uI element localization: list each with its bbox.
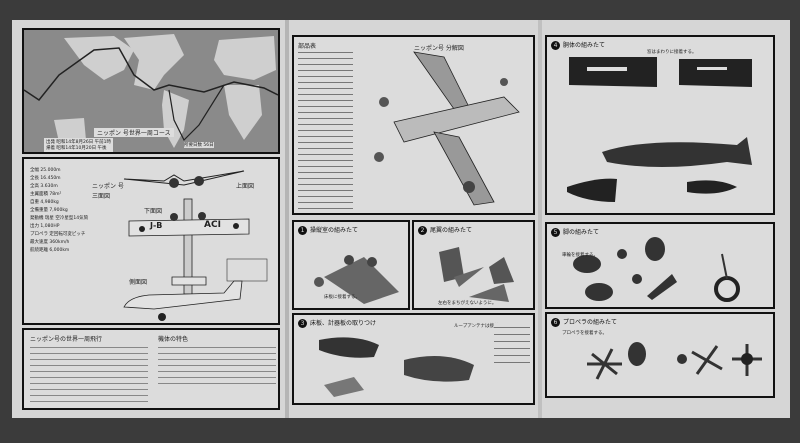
tail-drawing: [439, 247, 514, 302]
spec-line: プロペラ 定回転可変ピッチ: [30, 232, 86, 237]
history-text-panel: ニッポン号の世界一周飛行 機体の特色: [22, 328, 280, 410]
step-number: 6: [551, 318, 560, 327]
spec-line: 自重 4,980kg: [30, 200, 59, 205]
step-number: 5: [551, 228, 560, 237]
features-heading: 機体の特色: [158, 336, 189, 343]
view-label-top: 上面図: [236, 183, 255, 190]
step-number: 1: [298, 226, 307, 235]
fold-shadow: [538, 20, 542, 418]
body-text-block: [158, 344, 276, 384]
parts-exploded-panel: 部品表 ニッポン号 分解図: [292, 35, 535, 215]
three-view-panel: 全幅 25.000m 全長 16.450m 全高 3.630m 主翼面積 78m…: [22, 157, 280, 325]
step-title: 胴体の組みたて: [563, 42, 606, 49]
step-title: 脚の組みたて: [563, 229, 600, 236]
world-map: [24, 34, 278, 148]
aircraft-drawings: [123, 170, 268, 321]
route-info-line: 帰着 昭和14年10月20日 午後: [46, 146, 107, 151]
spec-line: 主翼面積 78m²: [30, 192, 62, 197]
body-text-block: [30, 344, 148, 406]
step-title: 尾翼の組みたて: [430, 227, 473, 234]
spec-line: 発動機 瑞星 空冷星型14気筒: [30, 216, 89, 221]
view-label-bottom: 下面図: [144, 208, 163, 215]
step-number: 2: [418, 226, 427, 235]
three-view-subtitle: 三面図: [92, 193, 111, 200]
exploded-view-drawing: [374, 51, 520, 206]
step-title: プロペラの組みたて: [563, 319, 618, 326]
spec-list: 全幅 25.000m 全長 16.450m 全高 3.630m 主翼面積 78m…: [30, 167, 88, 255]
floor-panel-drawing: [319, 337, 474, 397]
spec-line: 全高 3.630m: [30, 184, 58, 189]
history-heading: ニッポン号の世界一周飛行: [30, 336, 103, 343]
route-info-line: 所要日数 56日: [184, 142, 214, 148]
step-note: プロペラを接着する。: [562, 331, 607, 336]
spec-line: 全長 16.450m: [30, 176, 61, 181]
three-view-title: ニッポン 号: [92, 183, 124, 190]
exploded-view-label: ニッポン号 分解図: [414, 45, 464, 52]
spec-line: 出力 1,080HP: [30, 224, 60, 229]
route-title: ニッポン 号世界一周コース: [94, 128, 174, 137]
parts-list: [298, 49, 353, 209]
step-note: 窓はまわりに接着する。: [647, 50, 697, 55]
step-title: 操縦室の組みたて: [310, 227, 359, 234]
route-info-line: 出発 昭和14年8月26日 午前1時: [46, 140, 112, 145]
fold-shadow: [285, 20, 289, 418]
step-note: 左右をまちがえないように。: [438, 301, 497, 306]
spec-line: 最大速度 360km/h: [30, 240, 70, 245]
step-number: 4: [551, 41, 560, 50]
registration-right: ACI: [204, 220, 221, 230]
step-note: 車輪を接着する。: [562, 253, 598, 258]
spec-line: 全備重量 7,900kg: [30, 208, 68, 213]
landing-gear-drawing: [573, 237, 740, 302]
step-note: ループアンテナは接着: [454, 324, 499, 329]
spec-line: 航続距離 6,000km: [30, 248, 70, 253]
step-number: 3: [298, 319, 307, 328]
registration-left: J-B: [150, 221, 163, 230]
fuselage-drawing: [567, 57, 752, 202]
step-note: 床板に接着する。: [324, 295, 360, 300]
parts-table: [494, 323, 530, 365]
step-title: 床板、計器板の取りつけ: [310, 320, 377, 327]
propeller-drawing: [587, 342, 762, 380]
view-label-side: 側面図: [129, 279, 148, 286]
parts-list-heading: 部品表: [298, 43, 317, 50]
cockpit-drawing: [314, 255, 399, 304]
world-route-map-panel: ニッポン 号世界一周コース 出発 昭和14年8月26日 午前1時 帰着 昭和14…: [22, 28, 280, 154]
spec-line: 全幅 25.000m: [30, 168, 61, 173]
